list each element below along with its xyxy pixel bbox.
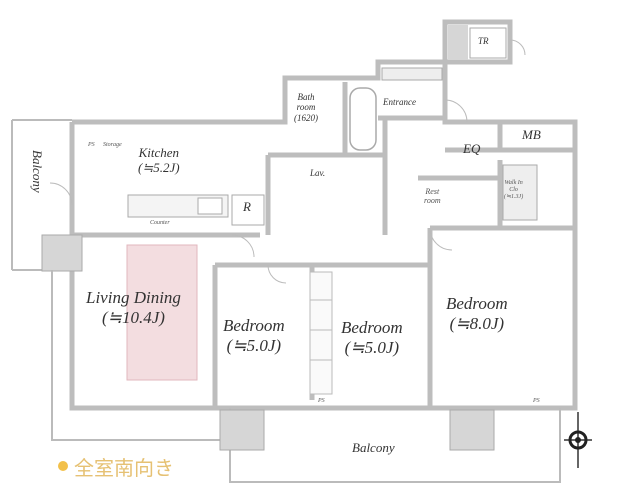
label-tr: TR xyxy=(478,36,489,46)
rest-line2: room xyxy=(424,196,441,206)
label-ps-3: PS xyxy=(533,398,540,404)
label-kitchen: Kitchen (≒5.2J) xyxy=(138,145,180,176)
column xyxy=(449,409,495,451)
label-side-balcony: Balcony xyxy=(30,150,45,193)
label-lavatory: Lav. xyxy=(310,168,326,178)
bedroom3-name: Bedroom xyxy=(446,294,508,313)
bath-line2: room xyxy=(296,102,316,113)
column xyxy=(219,409,265,451)
wic-line1: Walk In xyxy=(504,180,523,186)
label-refrigerator: R xyxy=(243,199,251,214)
label-living-dining: Living Dining (≒10.4J) xyxy=(86,288,181,327)
living-size: (≒10.4J) xyxy=(102,307,165,327)
rug xyxy=(126,244,198,381)
kitchen-size: (≒5.2J) xyxy=(138,159,180,175)
label-mb: MB xyxy=(522,127,541,142)
label-counter: Counter xyxy=(150,220,170,226)
wic-line2: Clo xyxy=(509,186,518,193)
label-bedroom-3: Bedroom (≒8.0J) xyxy=(446,294,508,333)
bedroom3-size: (≒8.0J) xyxy=(449,313,505,333)
bedroom2-name: Bedroom xyxy=(341,318,403,337)
label-walk-in-closet: Walk In Clo (≒1.3J) xyxy=(504,180,523,201)
label-bathroom: Bath room (1620) xyxy=(294,92,318,123)
label-bedroom-1: Bedroom (≒5.0J) xyxy=(223,316,285,355)
label-entrance: Entrance xyxy=(383,97,416,107)
bedroom1-size: (≒5.0J) xyxy=(226,335,282,355)
label-eq: EQ xyxy=(463,141,481,156)
bedroom1-name: Bedroom xyxy=(223,316,285,335)
bath-line1: Bath xyxy=(297,92,315,102)
bedroom2-size: (≒5.0J) xyxy=(344,337,400,357)
outer-wall xyxy=(69,19,578,411)
label-storage: Storage xyxy=(103,142,122,148)
sun-icon xyxy=(58,461,68,471)
label-ps-1: PS xyxy=(88,142,95,148)
compass-icon xyxy=(564,412,592,468)
column xyxy=(41,234,83,272)
wic-line3: (≒1.3J) xyxy=(504,193,524,200)
label-ps-2: PS xyxy=(318,398,325,404)
living-name: Living Dining xyxy=(86,288,181,307)
label-bedroom-2: Bedroom (≒5.0J) xyxy=(341,318,403,357)
label-restroom: Rest room xyxy=(424,187,441,205)
bathtub xyxy=(349,87,377,151)
label-main-balcony: Balcony xyxy=(352,440,395,455)
south-facing-note: 全室南向き xyxy=(74,456,174,480)
bath-line3: (1620) xyxy=(294,112,318,123)
rest-line1: Rest xyxy=(425,187,440,196)
kitchen-name: Kitchen xyxy=(138,145,180,160)
